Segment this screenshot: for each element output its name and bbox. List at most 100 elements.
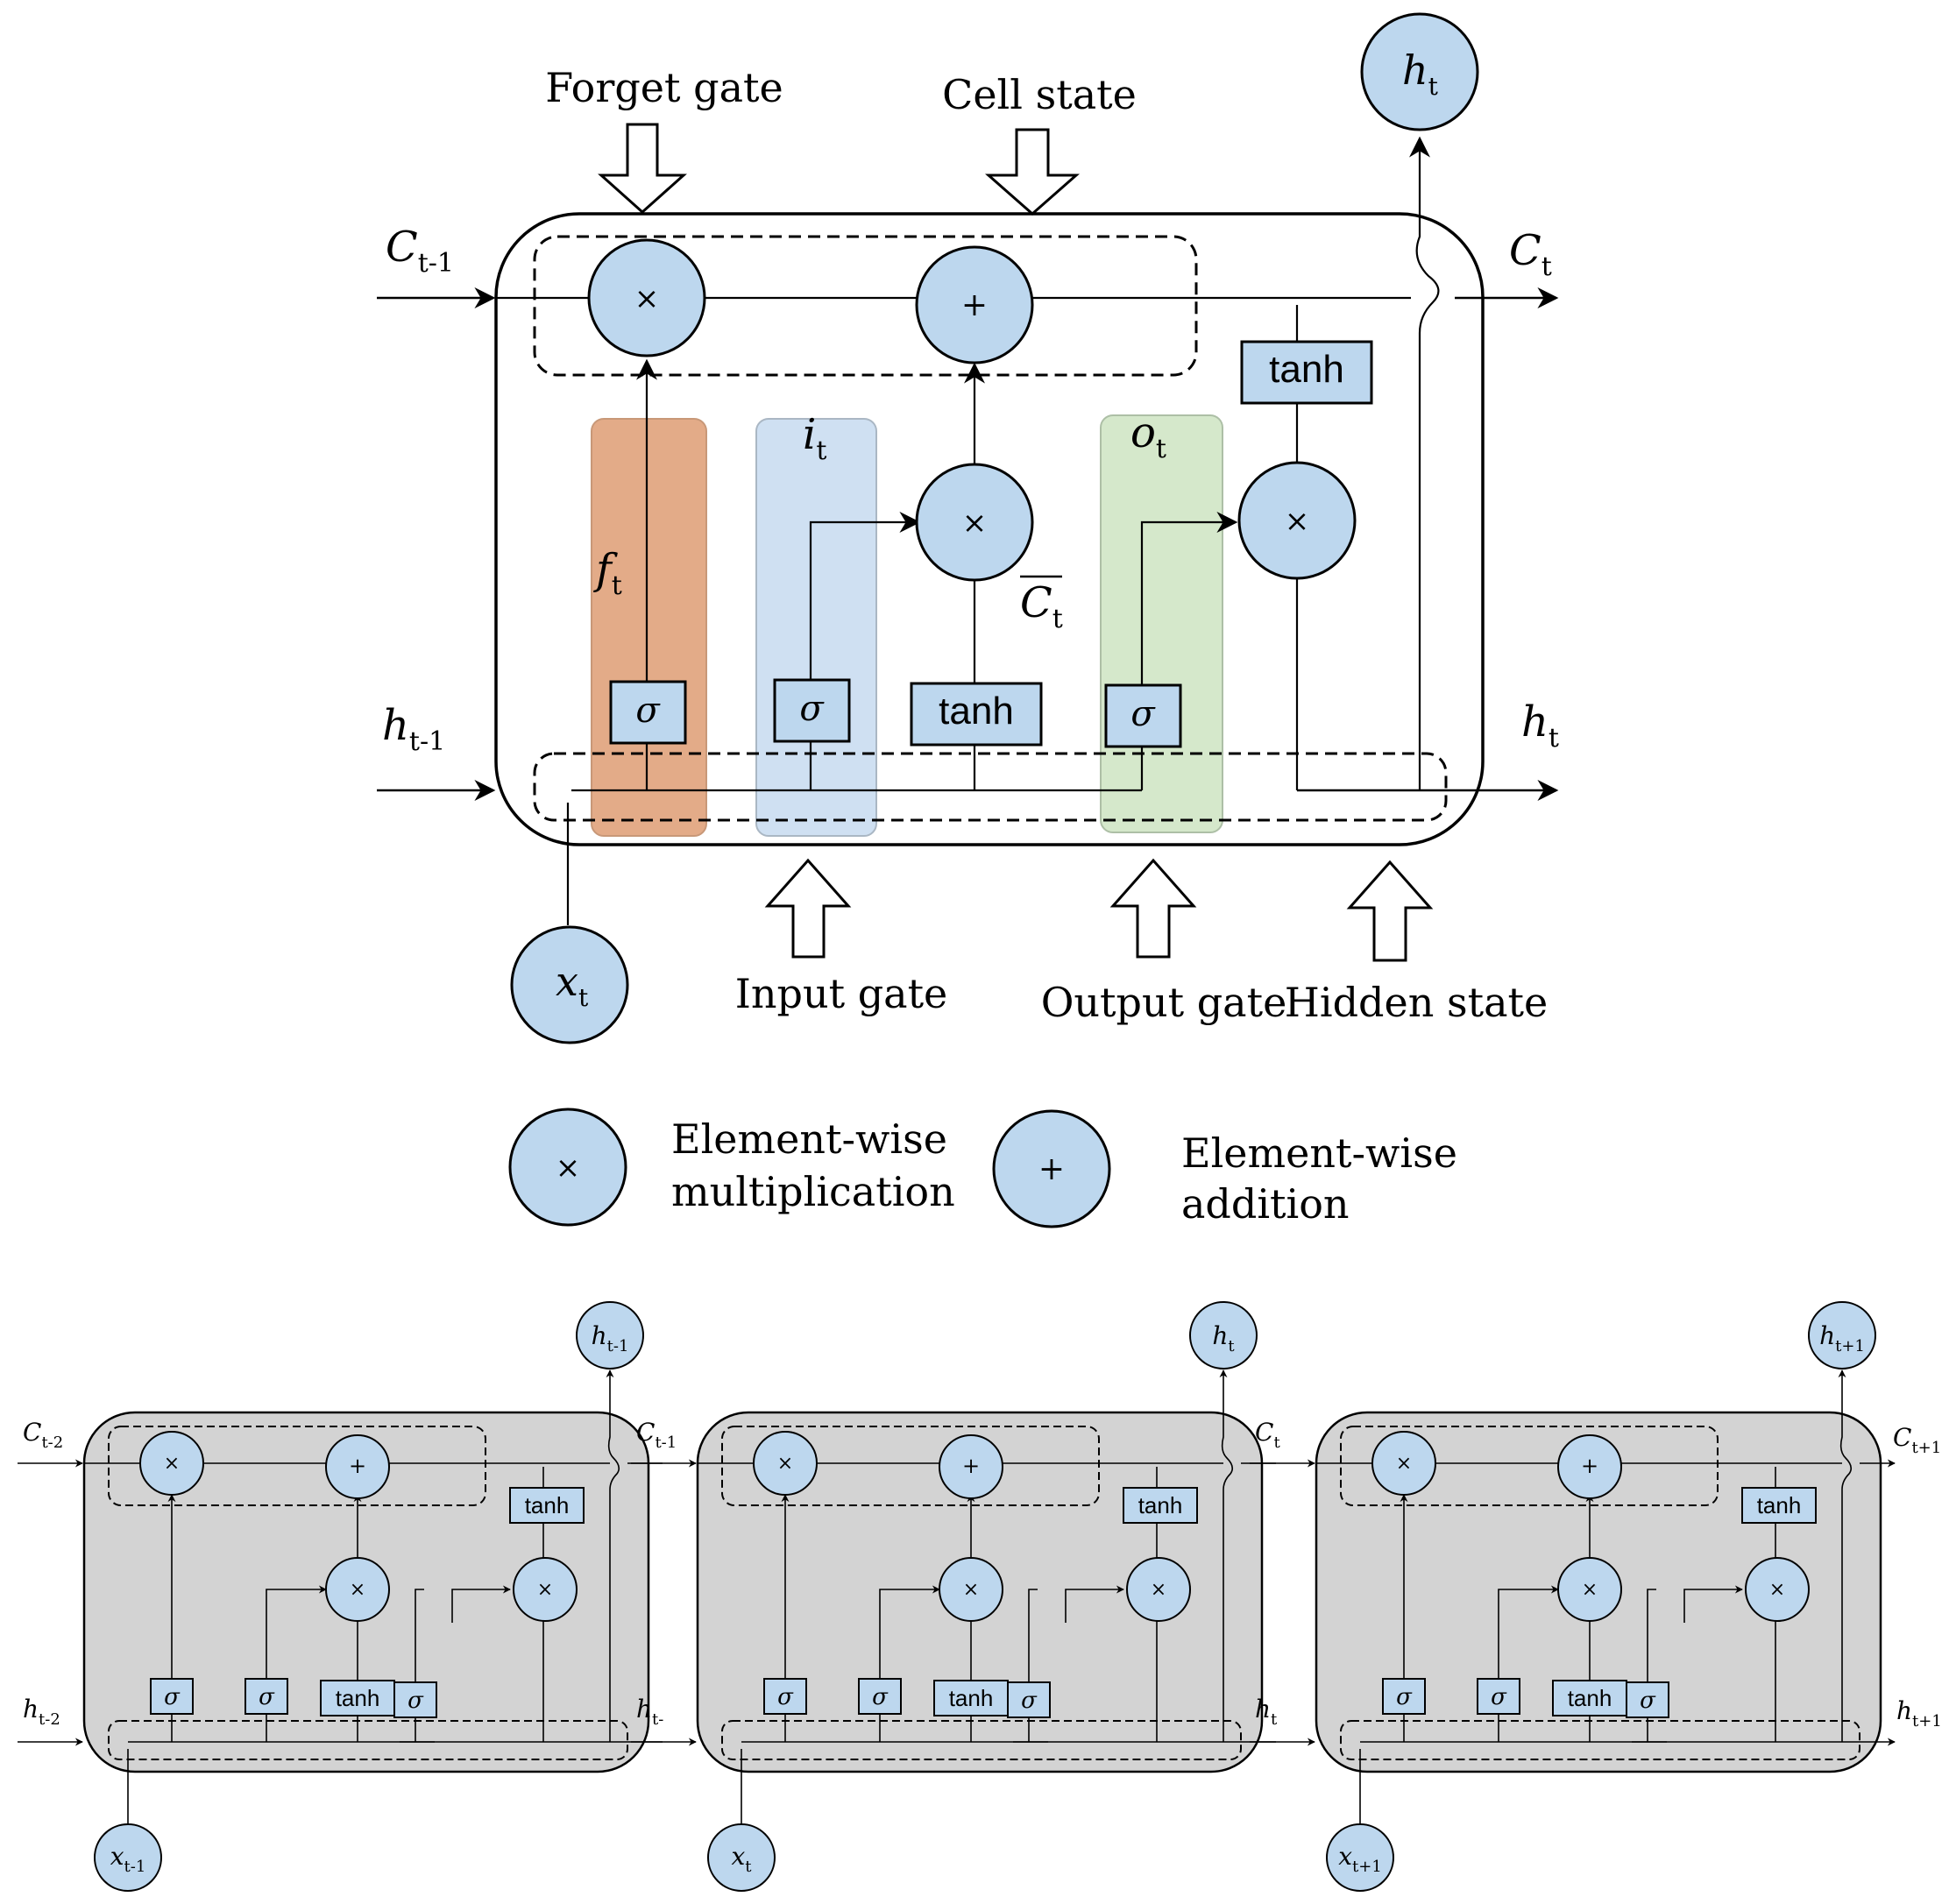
unrolled-candidate-tanh-label: tanh	[1568, 1685, 1612, 1711]
unrolled-input-multiply-node-symbol: ×	[963, 1579, 979, 1601]
unrolled-candidate-tanh-label: tanh	[336, 1685, 380, 1711]
hidden-to-top-wire	[1409, 136, 1440, 790]
unrolled-forget-sigma	[763, 1678, 807, 1715]
h-out-label: ht	[1521, 697, 1559, 754]
unrolled-input-sigma-label: σ	[1491, 1684, 1507, 1710]
cell-add-symbol: +	[961, 287, 988, 323]
input-multiply-node	[915, 463, 1034, 582]
unrolled-x-node	[94, 1823, 162, 1892]
legend-multiply-node	[508, 1108, 627, 1227]
output-sigma-label: σ	[1130, 694, 1156, 734]
input-gate-band	[755, 418, 877, 837]
unrolled-h-up-wire	[1838, 1370, 1853, 1742]
unrolled-h-top-node	[1189, 1301, 1258, 1370]
unrolled-h-up-wire	[1219, 1370, 1234, 1742]
unrolled-c-in-label: Ct	[1255, 1418, 1280, 1452]
unrolled-c-in-label: Ct-1	[636, 1418, 677, 1452]
unrolled-input-multiply-node	[1557, 1557, 1622, 1622]
unrolled-output-sigma	[1626, 1681, 1669, 1718]
forget-sigma-box	[609, 680, 687, 745]
unrolled-input-sigma-label: σ	[872, 1684, 889, 1710]
main-lstm-cell: × + × × σ σ tanh σ tanh Forget gate Cell…	[377, 12, 1559, 1044]
cell-tanh-label: tanh	[1269, 348, 1344, 391]
forget-gate-band	[591, 418, 707, 837]
x-input-label: xt	[556, 958, 589, 1012]
unrolled-hidden-group	[1340, 1720, 1860, 1760]
unrolled-cell-state-group	[108, 1426, 486, 1506]
unrolled-input-multiply-node	[939, 1557, 1003, 1622]
unrolled-cell-tanh-label: tanh	[1138, 1492, 1183, 1518]
unrolled-add-node	[1557, 1434, 1622, 1499]
hidden-state-label: Hidden state	[1285, 979, 1548, 1026]
forget-sigma-label: σ	[635, 690, 661, 731]
unrolled-forget-multiply-node	[1371, 1431, 1436, 1496]
unrolled-x-label: xt+1	[1338, 1842, 1382, 1876]
hidden-state-arrow	[1346, 860, 1434, 962]
unrolled-cell-tanh-label: tanh	[1757, 1492, 1802, 1518]
unrolled-output-multiply-node-symbol: ×	[1151, 1579, 1166, 1601]
cell-state-dashed-group	[533, 235, 1198, 377]
unrolled-output-multiply-node	[1745, 1557, 1810, 1622]
unrolled-cell-tanh	[1123, 1487, 1198, 1524]
legend-add-line1: Element-wise	[1181, 1129, 1457, 1177]
unrolled-output-sigma-label: σ	[408, 1688, 424, 1714]
output-gate-label: Output gate	[1041, 979, 1287, 1026]
forget-multiply-symbol: ×	[634, 281, 660, 316]
input-multiply-symbol: ×	[962, 506, 988, 541]
ot-label: ot	[1130, 408, 1166, 464]
input-gate-arrow	[764, 858, 852, 959]
unrolled-output-wire	[1683, 1585, 1743, 1623]
unrolled-forget-sigma-label: σ	[777, 1684, 794, 1710]
c-tilde-label: Ct	[1020, 578, 1063, 634]
c-out-label: Ct	[1509, 226, 1552, 282]
unrolled-forget-multiply-node	[753, 1431, 818, 1496]
unrolled-h-top-label: ht	[1212, 1321, 1235, 1355]
unrolled-output-sigma	[393, 1681, 437, 1718]
unrolled-cell-tanh	[509, 1487, 585, 1524]
h-top-label: ht	[1402, 46, 1439, 101]
unrolled-h-in-label: ht-2	[23, 1695, 60, 1729]
forget-gate-arrow	[598, 123, 687, 215]
unrolled-cell-state-group	[721, 1426, 1100, 1506]
legend-multiply-line1: Element-wise	[671, 1115, 947, 1163]
input-sigma-box	[773, 678, 851, 743]
unrolled-output-sigma	[1007, 1681, 1051, 1718]
unrolled-input-multiply-node-symbol: ×	[350, 1579, 365, 1601]
unrolled-forget-sigma	[1382, 1678, 1426, 1715]
legend-add-symbol: +	[1038, 1151, 1065, 1187]
unrolled-x-label: xt-1	[110, 1842, 146, 1876]
unrolled-hidden-group	[721, 1720, 1242, 1760]
x-input-node	[510, 925, 629, 1044]
unrolled-candidate-tanh-label: tanh	[949, 1685, 994, 1711]
unrolled-hidden-group	[108, 1720, 628, 1760]
cell-tanh-box	[1240, 340, 1373, 405]
candidate-tanh-label: tanh	[939, 690, 1014, 733]
unrolled-add-node-symbol: +	[349, 1454, 366, 1478]
unrolled-add-node	[939, 1434, 1003, 1499]
unrolled-h-top-label: ht-1	[592, 1321, 629, 1355]
forget-gate-label: Forget gate	[545, 64, 783, 111]
unrolled-c-final-label: Ct+1	[1893, 1423, 1941, 1457]
cell-state-label: Cell state	[942, 71, 1137, 118]
unrolled-input-sigma	[245, 1678, 288, 1715]
unrolled-forget-sigma	[150, 1678, 194, 1715]
unrolled-h-in-label: ht	[1255, 1695, 1278, 1729]
unrolled-add-node	[325, 1434, 390, 1499]
unrolled-forget-multiply-node-symbol: ×	[777, 1453, 793, 1475]
candidate-tanh-box	[910, 682, 1043, 747]
unrolled-forget-multiply-node-symbol: ×	[1396, 1453, 1412, 1475]
unrolled-output-sigma-label: σ	[1640, 1688, 1656, 1714]
unrolled-candidate-tanh	[933, 1680, 1009, 1716]
unrolled-h-top-label: ht+1	[1819, 1321, 1865, 1355]
unrolled-output-multiply-node-symbol: ×	[1769, 1579, 1785, 1601]
unrolled-output-sigma-label: σ	[1021, 1688, 1038, 1714]
unrolled-candidate-tanh	[1552, 1680, 1627, 1716]
forget-multiply-node	[587, 238, 706, 357]
unrolled-forget-multiply-node-symbol: ×	[164, 1453, 180, 1475]
unrolled-cell-state-group	[1340, 1426, 1719, 1506]
